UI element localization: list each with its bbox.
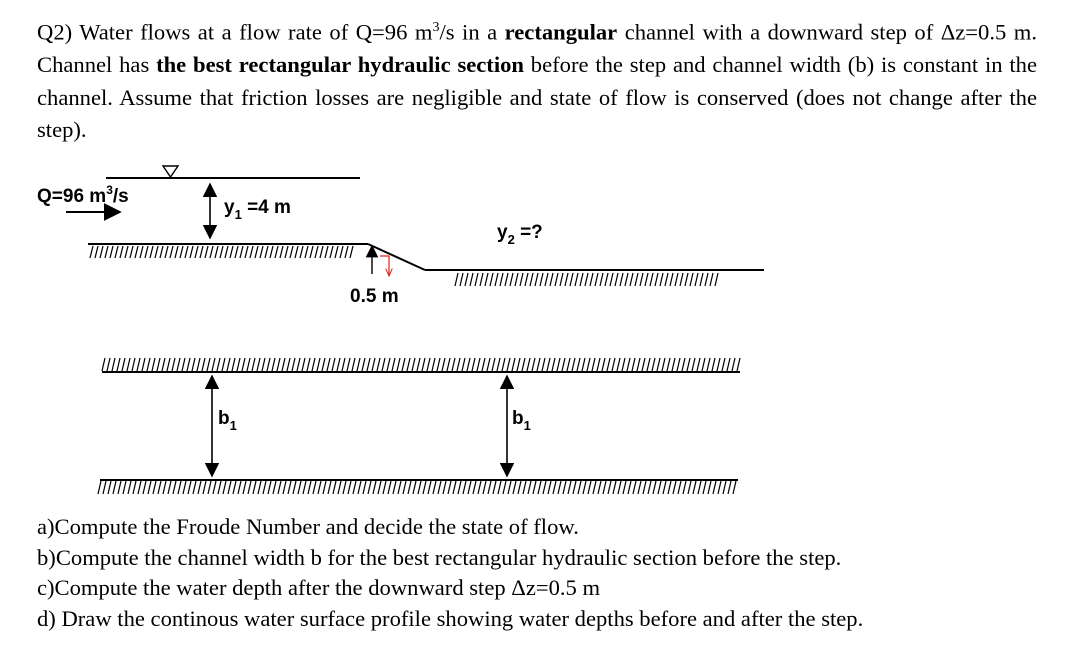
task-a: a)Compute the Froude Number and decide t… — [37, 514, 579, 539]
upstream-bed-hatch — [89, 245, 354, 259]
task-c: c)Compute the water depth after the down… — [37, 575, 601, 600]
width-b1-right-label: b1 — [512, 408, 531, 433]
plan-top-hatch — [101, 357, 741, 372]
plan-bottom-hatch — [97, 480, 737, 495]
problem-statement: Q2) Water flows at a flow rate of Q=96 m… — [37, 12, 1037, 147]
problem-text-2: /s in a — [439, 19, 505, 45]
task-list: a)Compute the Froude Number and decide t… — [37, 512, 1057, 634]
width-b1-left-label: b1 — [218, 408, 237, 433]
step-height-label: 0.5 m — [350, 286, 399, 307]
task-b: b)Compute the channel width b for the be… — [37, 544, 842, 570]
problem-bold-best-section: the best rectangular hydraulic section — [156, 52, 524, 78]
task-d: d) Draw the continous water surface prof… — [37, 605, 864, 631]
downstream-bed-hatch — [454, 272, 719, 287]
step-red-arrow-icon — [380, 255, 389, 276]
problem-text-3: channel with a downward step of Δz=0.5 m… — [37, 19, 1037, 78]
step-slope-line — [367, 243, 426, 271]
problem-bold-rectangular: rectangular — [504, 19, 618, 45]
depth-y2-label: y2 =? — [497, 222, 543, 247]
problem-text-4: before the step and channel width (b) is… — [37, 52, 1038, 143]
problem-text-1: Q2) Water flows at a flow rate of Q=96 m — [37, 19, 433, 45]
depth-y1-label: y1 =4 m — [224, 197, 291, 222]
flow-rate-label: Q=96 m3/s — [37, 183, 129, 207]
water-surface-triangle-icon — [161, 165, 180, 179]
problem-unit-exponent: 3 — [432, 20, 440, 35]
